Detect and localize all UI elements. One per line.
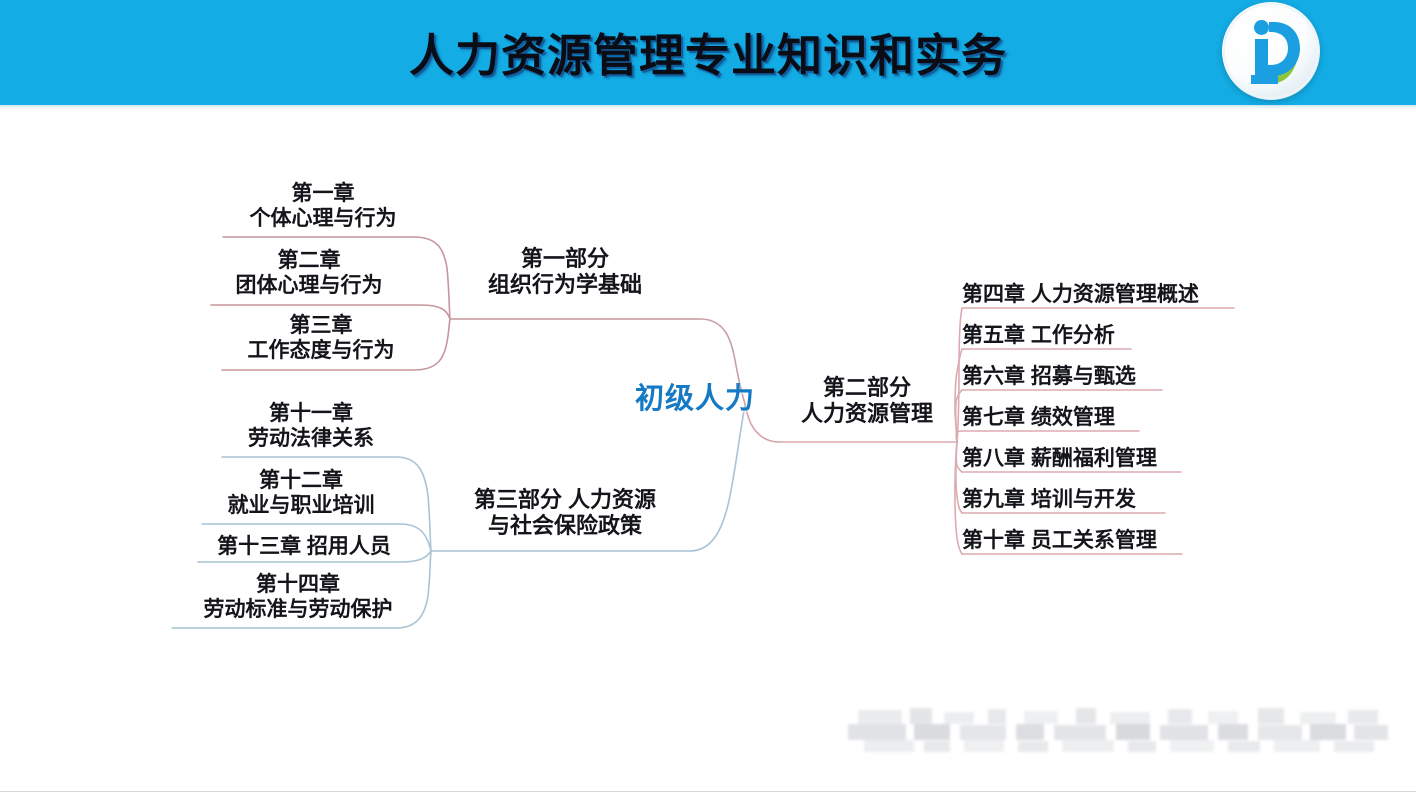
chapter-12-line1: 第十二章	[259, 469, 343, 492]
chapter-node-3[interactable]: 第三章 工作态度与行为	[206, 314, 436, 364]
part-2-label-line2: 人力资源管理	[800, 400, 933, 426]
chapter-3-line1: 第三章	[289, 314, 353, 337]
chapter-node-1[interactable]: 第一章 个体心理与行为	[208, 182, 438, 232]
chapter-12-line2: 就业与职业培训	[227, 493, 375, 517]
chapter-node-9[interactable]: 第九章 培训与开发	[962, 488, 1136, 511]
chapter-node-4[interactable]: 第四章 人力资源管理概述	[962, 283, 1199, 306]
part-1-label-line2: 组织行为学基础	[487, 271, 642, 297]
brand-logo	[1222, 2, 1320, 100]
chapter-node-6[interactable]: 第六章 招募与甄选	[962, 365, 1136, 388]
chapter-14-line2: 劳动标准与劳动保护	[203, 597, 393, 621]
chapter-node-13[interactable]: 第十三章 招用人员	[217, 535, 391, 558]
chapter-node-7[interactable]: 第七章 绩效管理	[962, 406, 1115, 429]
brand-logo-icon	[1223, 3, 1319, 99]
header-band	[0, 0, 1416, 105]
page-title: 人力资源管理专业知识和实务	[408, 30, 1007, 81]
part-label-part-1[interactable]: 第一部分 组织行为学基础	[450, 246, 680, 298]
part-3-label-line1: 第三部分 人力资源	[473, 487, 657, 512]
part-1-label-line1: 第一部分	[520, 246, 609, 271]
part-2-label-line1: 第二部分	[822, 375, 911, 400]
chapter-node-10[interactable]: 第十章 员工关系管理	[962, 529, 1157, 552]
chapter-node-12[interactable]: 第十二章 就业与职业培训	[186, 469, 416, 519]
chapter-11-line1: 第十一章	[269, 402, 353, 425]
chapter-node-14[interactable]: 第十四章 劳动标准与劳动保护	[168, 573, 428, 623]
connector-part-3-to-center	[689, 405, 746, 552]
chapter-1-line1: 第一章	[291, 182, 355, 205]
part-3-label-line2: 与社会保险政策	[487, 512, 642, 538]
mindmap-center-node[interactable]: 初级人力	[634, 383, 755, 415]
chapter-11-line2: 劳动法律关系	[248, 426, 374, 450]
bottom-divider	[0, 791, 1416, 792]
chapter-node-8[interactable]: 第八章 薪酬福利管理	[962, 447, 1157, 470]
chapter-2-line2: 团体心理与行为	[235, 273, 383, 297]
chapter-14-line1: 第十四章	[256, 573, 340, 596]
part-label-part-2[interactable]: 第二部分 人力资源管理	[762, 375, 972, 427]
chapter-1-line2: 个体心理与行为	[249, 206, 397, 230]
chapter-node-5[interactable]: 第五章 工作分析	[962, 324, 1115, 347]
chapter-node-11[interactable]: 第十一章 劳动法律关系	[196, 402, 426, 452]
header-band-shadow	[0, 105, 1416, 109]
blurred-watermark	[848, 706, 1392, 754]
chapter-2-line1: 第二章	[277, 249, 341, 272]
chapter-3-line2: 工作态度与行为	[247, 338, 395, 362]
part-label-part-3[interactable]: 第三部分 人力资源 与社会保险政策	[440, 487, 690, 539]
chapter-node-2[interactable]: 第二章 团体心理与行为	[194, 249, 424, 299]
